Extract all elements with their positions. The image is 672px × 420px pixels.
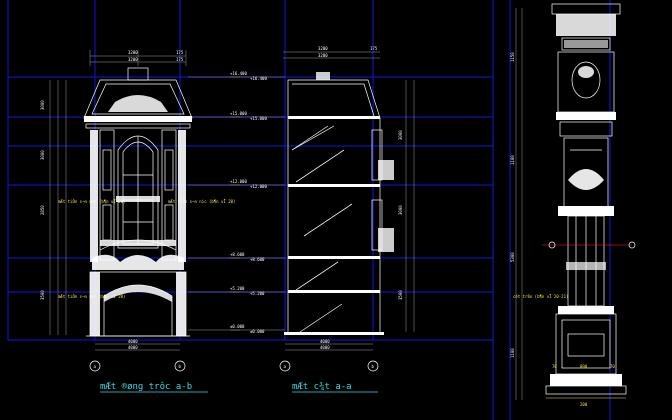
section-right-dim-3: 3500 — [398, 290, 403, 300]
front-left-dim-3: 2850 — [40, 205, 45, 215]
section-level-4: +8.600 — [250, 257, 265, 262]
column-dim-2: 1100 — [510, 155, 515, 165]
section-level-3: +12.000 — [250, 184, 267, 189]
section-bottom-dim-1: 4000 — [320, 339, 330, 344]
section-top-dim-2: 175 — [370, 46, 378, 51]
section-title: mÆt c¾t a-a — [292, 382, 352, 392]
grid-bubble-a-front — [89, 360, 101, 372]
section-level-marks: +16.400 +15.000 +12.000 +8.600 +5.200 ±0… — [230, 76, 285, 334]
column-drawing — [542, 3, 636, 399]
grid-bubble-a-section-label: a — [284, 364, 287, 369]
front-level-2: +15.000 — [230, 111, 247, 116]
section-level-6: ±0.000 — [250, 329, 265, 334]
front-bottom-dim-2: 4000 — [128, 345, 138, 350]
column-note: cét trßn (b¶n vÏ 20-21) — [513, 294, 568, 299]
section-level-5: +5.200 — [250, 291, 265, 296]
grid-bubble-b-section — [367, 360, 379, 372]
grid-bubble-b-front-label: b — [179, 364, 182, 369]
section-level-1: +16.400 — [250, 76, 267, 81]
front-top-dim-3: 3200 — [128, 57, 138, 62]
front-elevation: 3200 175 3200 175 3000 3000 2850 3500 +1… — [40, 50, 247, 393]
front-bottom-dim-1: 4000 — [128, 339, 138, 344]
front-left-dim-4: 3500 — [40, 290, 45, 300]
section-drawing — [284, 72, 394, 335]
facade-drawing — [83, 67, 193, 337]
section-right-dim-1: 3000 — [398, 130, 403, 140]
section-level-2: +15.000 — [250, 116, 267, 121]
section-bottom-dim-2: 4000 — [320, 345, 330, 350]
front-left-dim-2: 3000 — [40, 150, 45, 160]
section-top-dim-3: 3200 — [318, 53, 328, 58]
section-right-dim-2: 3000 — [398, 205, 403, 215]
column-base-dim-2: 890 — [580, 364, 588, 369]
blue-grid-lines — [7, 0, 611, 420]
front-level-1: +16.400 — [230, 71, 247, 76]
column-base-dim-4: 200 — [580, 402, 588, 407]
grid-bubble-b-section-label: b — [372, 364, 375, 369]
column-detail: 1150 1100 5300 1100 — [510, 3, 636, 407]
grid-bubble-a-section — [279, 360, 291, 372]
column-base-dim-1: 70 — [552, 364, 557, 369]
grid-bubble-b-front — [174, 360, 186, 372]
front-level-4: +8.600 — [230, 252, 245, 257]
column-dim-1: 1150 — [510, 52, 515, 62]
front-level-3: +12.000 — [230, 179, 247, 184]
grid-bubble-a-front-label: a — [94, 364, 97, 369]
column-dim-4: 1100 — [510, 348, 515, 358]
front-elevation-title: mÆt ®øng trôc a-b — [100, 381, 192, 392]
section-a-a: 3200 175 3200 +16.400 +15.000 +12.000 +8… — [230, 46, 415, 393]
front-level-6: ±0.000 — [230, 324, 245, 329]
front-level-5: +5.200 — [230, 286, 245, 291]
column-dim-3: 5300 — [510, 252, 515, 262]
front-top-dim-4: 175 — [176, 57, 184, 62]
column-base-dim-3: 70 — [610, 364, 615, 369]
section-top-dim-1: 3200 — [318, 46, 328, 51]
front-left-dim-1: 3000 — [40, 100, 45, 110]
front-top-dim-2: 175 — [176, 50, 184, 55]
front-note-2: mÆt tiÒn s¬n n­íc (b¶n vÏ 20) — [168, 199, 235, 204]
front-top-dim-1: 3200 — [128, 50, 138, 55]
